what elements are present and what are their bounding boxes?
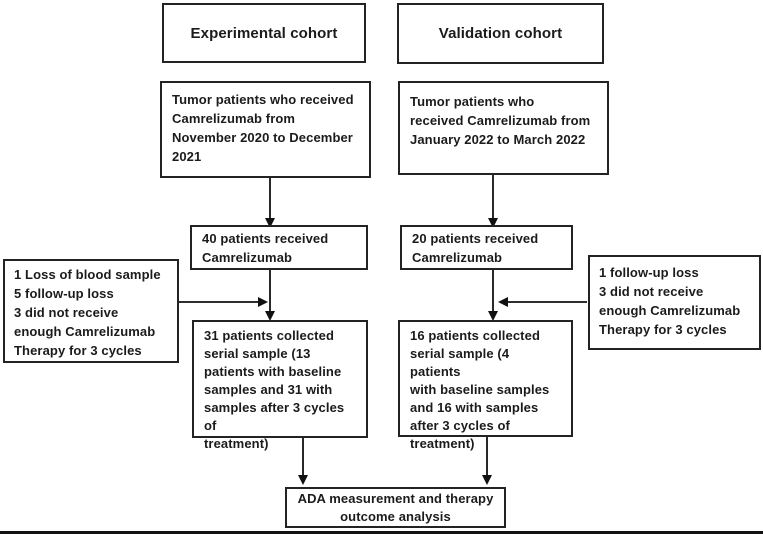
- experimental-source-box: Tumor patients who received Camrelizumab…: [160, 81, 371, 178]
- arrow-val-received-to-collected: [488, 270, 498, 321]
- experimental-received-box: 40 patients received Camrelizumab: [190, 225, 368, 270]
- arrow-exp-source-to-received: [265, 178, 275, 228]
- validation-source-box: Tumor patients who received Camrelizumab…: [398, 81, 609, 175]
- experimental-cohort-title-box: Experimental cohort: [162, 3, 366, 63]
- arrow-exp-exclusion-join: [179, 297, 268, 307]
- experimental-exclusion-box: 1 Loss of blood sample 5 follow-up loss …: [3, 259, 179, 363]
- validation-received-box: 20 patients received Camrelizumab: [400, 225, 573, 270]
- validation-exclusion-box: 1 follow-up loss 3 did not receive enoug…: [588, 255, 761, 350]
- validation-cohort-title-box: Validation cohort: [397, 3, 604, 64]
- arrow-val-collected-to-outcome: [482, 437, 492, 485]
- arrow-exp-collected-to-outcome: [298, 438, 308, 485]
- arrow-exp-received-to-collected: [265, 270, 275, 321]
- outcome-analysis-box: ADA measurement and therapy outcome anal…: [285, 487, 506, 528]
- arrow-val-exclusion-join: [498, 297, 587, 307]
- experimental-collected-box: 31 patients collected serial sample (13 …: [192, 320, 368, 451]
- figure-bottom-rule: [0, 531, 763, 534]
- validation-collected-box: 16 patients collected serial sample (4 p…: [398, 320, 573, 451]
- arrow-val-source-to-received: [488, 175, 498, 228]
